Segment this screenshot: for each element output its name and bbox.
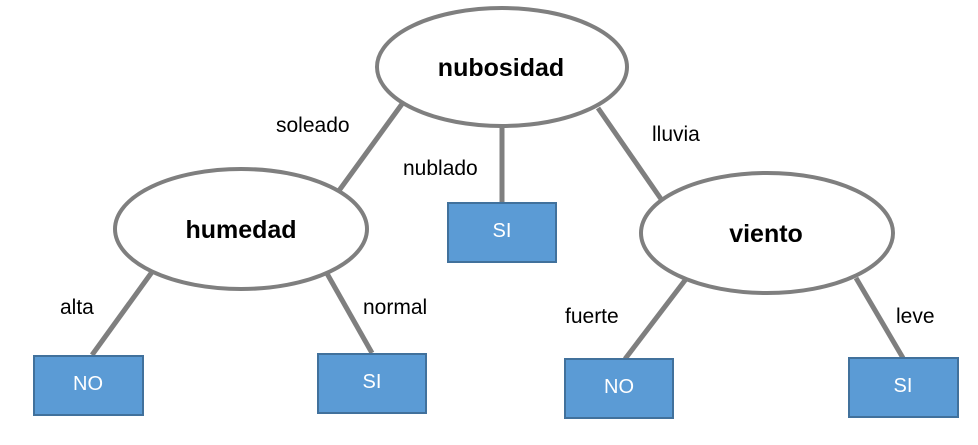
edge-humedad-si [322, 268, 375, 355]
leaf-leve-si-label: SI [894, 375, 913, 397]
edge-nubosidad-humedad [335, 102, 405, 194]
node-humedad: humedad [113, 167, 369, 291]
edge-label-alta: alta [60, 296, 94, 319]
node-humedad-label: humedad [185, 216, 296, 244]
node-viento-label: viento [729, 220, 803, 248]
edge-label-fuerte: fuerte [565, 305, 619, 328]
edge-label-soleado: soleado [276, 114, 350, 137]
leaf-normal-si-box [317, 353, 427, 414]
root-node-label: nubosidad [438, 54, 564, 82]
edge-labels: soleado nublado lluvia alta normal fuert… [60, 114, 935, 328]
edges [89, 102, 906, 361]
leaf-alta-no-label: NO [73, 373, 103, 395]
root-node-shape [375, 6, 629, 128]
edge-label-lluvia: lluvia [652, 123, 700, 146]
leaf-normal-si: SI [317, 353, 427, 414]
leaf-nublado-si-label: SI [493, 220, 512, 242]
edge-label-normal: normal [363, 296, 427, 319]
leaf-fuerte-no-label: NO [604, 376, 634, 398]
edge-viento-si [853, 276, 906, 360]
edge-label-leve: leve [896, 305, 935, 328]
edge-nubosidad-viento [595, 106, 664, 201]
root-node-nubosidad: nubosidad [375, 6, 629, 128]
leaf-alta-no: NO [33, 355, 144, 416]
node-viento: viento [639, 171, 895, 295]
leaf-nublado-si: SI [447, 202, 557, 263]
leaf-fuerte-no: NO [564, 358, 674, 419]
leaf-fuerte-no-box [564, 358, 674, 419]
leaf-normal-si-label: SI [363, 371, 382, 393]
leaf-leve-si-box [848, 357, 959, 418]
leaf-nublado-si-box [447, 202, 557, 263]
edge-viento-no [623, 277, 688, 361]
node-viento-shape [639, 171, 895, 295]
leaf-leve-si: SI [848, 357, 959, 418]
leaf-alta-no-box [33, 355, 144, 416]
edge-humedad-no [89, 270, 155, 357]
edge-label-nublado: nublado [403, 157, 478, 180]
node-humedad-shape [113, 167, 369, 291]
